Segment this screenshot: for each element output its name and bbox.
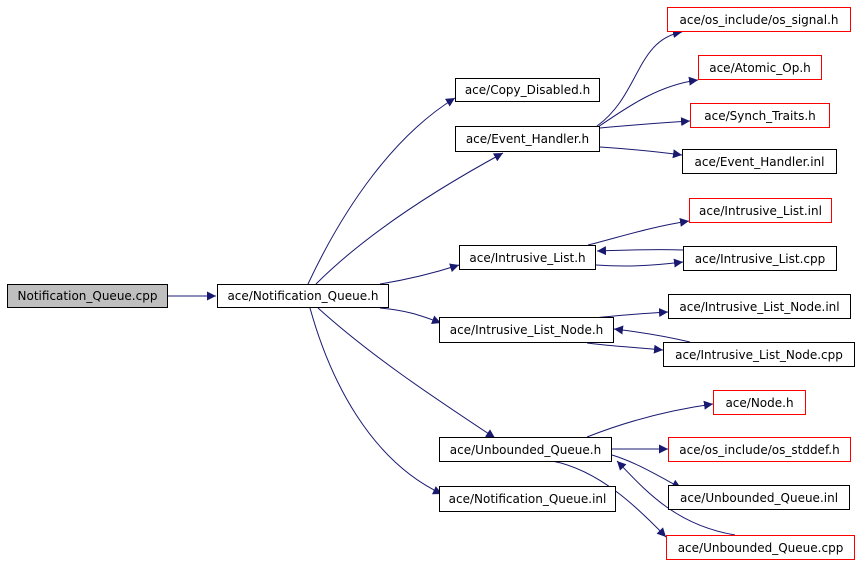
node-intrusive-list-node-inl[interactable]: ace/Intrusive_List_Node.inl [668,294,851,319]
node-os-stddef-h[interactable]: ace/os_include/os_stddef.h [668,437,851,462]
node-event-handler-inl[interactable]: ace/Event_Handler.inl [682,149,837,174]
node-intrusive-list-h[interactable]: ace/Intrusive_List.h [459,245,596,270]
edge-n1-n14 [317,307,496,439]
edge-n1-n8 [379,263,460,285]
edge-n11-n13 [586,342,664,354]
edge-n1-n11 [379,307,442,325]
edge-n3-n6 [599,117,691,129]
edge-n14-n18 [551,460,667,538]
node-notification-queue-cpp: Notification_Queue.cpp [7,284,168,308]
node-intrusive-list-node-cpp[interactable]: ace/Intrusive_List_Node.cpp [663,342,855,367]
node-notification-queue-h[interactable]: ace/Notification_Queue.h [217,284,389,308]
edge-n3-n4 [596,29,683,127]
node-event-handler-h[interactable]: ace/Event_Handler.h [455,126,600,152]
node-intrusive-list-inl[interactable]: ace/Intrusive_List.inl [689,198,832,223]
edge-n8-n9 [587,217,690,246]
edge-n10-n8 [596,246,684,256]
edge-n1-n3 [315,152,504,285]
edge-n8-n10 [595,258,684,268]
node-intrusive-list-node-h[interactable]: ace/Intrusive_List_Node.h [439,317,614,343]
node-synch-traits-h[interactable]: ace/Synch_Traits.h [690,103,830,128]
node-unbounded-queue-cpp[interactable]: ace/Unbounded_Queue.cpp [666,535,855,560]
node-atomic-op-h[interactable]: ace/Atomic_Op.h [698,55,822,80]
node-unbounded-queue-inl[interactable]: ace/Unbounded_Queue.inl [668,485,850,510]
node-unbounded-queue-h[interactable]: ace/Unbounded_Queue.h [439,437,612,462]
node-os-signal-h[interactable]: ace/os_include/os_signal.h [667,7,851,32]
edge-n14-n15 [586,400,714,438]
edge-n3-n5 [597,76,699,128]
node-intrusive-list-cpp[interactable]: ace/Intrusive_List.cpp [683,246,837,271]
edge-n18-n14 [616,460,736,536]
edge-n1-n19 [309,307,443,495]
node-copy-disabled-h[interactable]: ace/Copy_Disabled.h [455,78,600,102]
edge-n1-n2 [307,97,456,285]
node-notification-queue-inl[interactable]: ace/Notification_Queue.inl [439,486,616,512]
node-node-h[interactable]: ace/Node.h [713,390,806,415]
edge-n13-n11 [613,325,691,343]
edge-n3-n7 [599,146,683,159]
edge-n14-n17 [611,454,682,489]
